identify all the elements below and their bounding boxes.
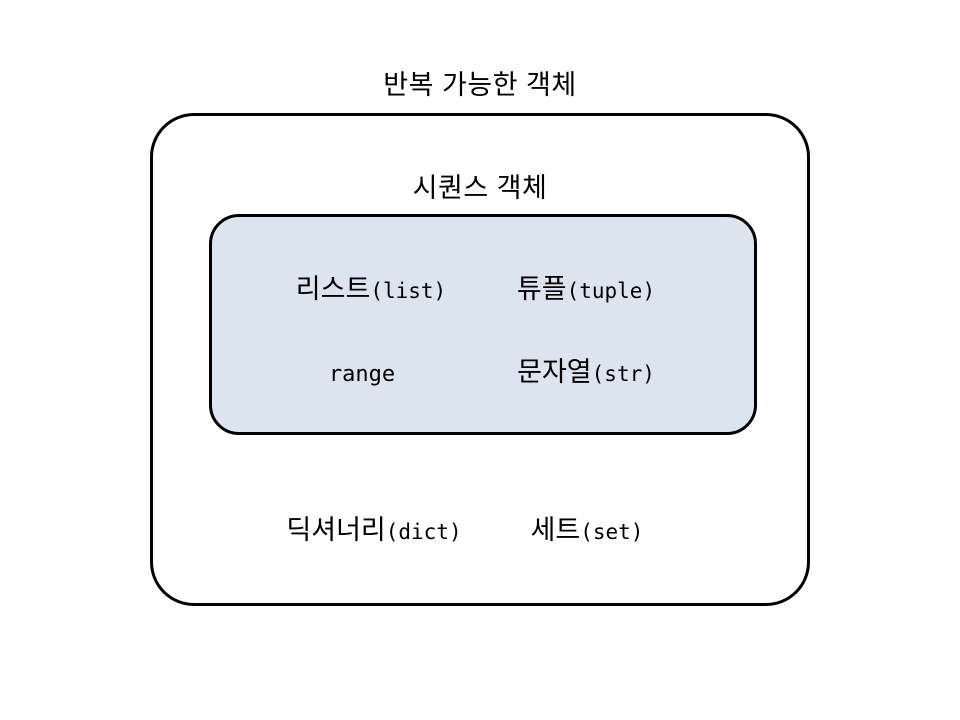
item-str-label-en: (str) [591,362,655,386]
item-dict-label-en: (dict) [385,520,462,544]
item-str: 문자열(str) [517,356,655,393]
item-dict-label-ko: 딕셔너리 [286,515,386,545]
item-range-label-en: range [328,362,396,387]
outer-set-title: 반복 가능한 객체 [383,70,577,100]
item-tuple-label-ko: 튜플 [516,274,567,304]
inner-set-title: 시퀀스 객체 [412,173,548,203]
item-list: 리스트(list) [296,273,446,310]
item-set: 세트(set) [531,514,644,551]
item-list-label-en: (list) [370,279,447,303]
item-set-label-ko: 세트 [530,515,581,545]
item-tuple-label-en: (tuple) [566,279,656,303]
inner-set-boundary [209,214,757,435]
item-list-label-ko: 리스트 [295,274,371,304]
item-str-label-ko: 문자열 [517,357,592,387]
item-range: range [329,356,395,393]
item-set-label-en: (set) [580,520,644,544]
item-tuple: 튜플(tuple) [517,273,655,310]
item-dict: 딕셔너리(dict) [286,514,461,551]
